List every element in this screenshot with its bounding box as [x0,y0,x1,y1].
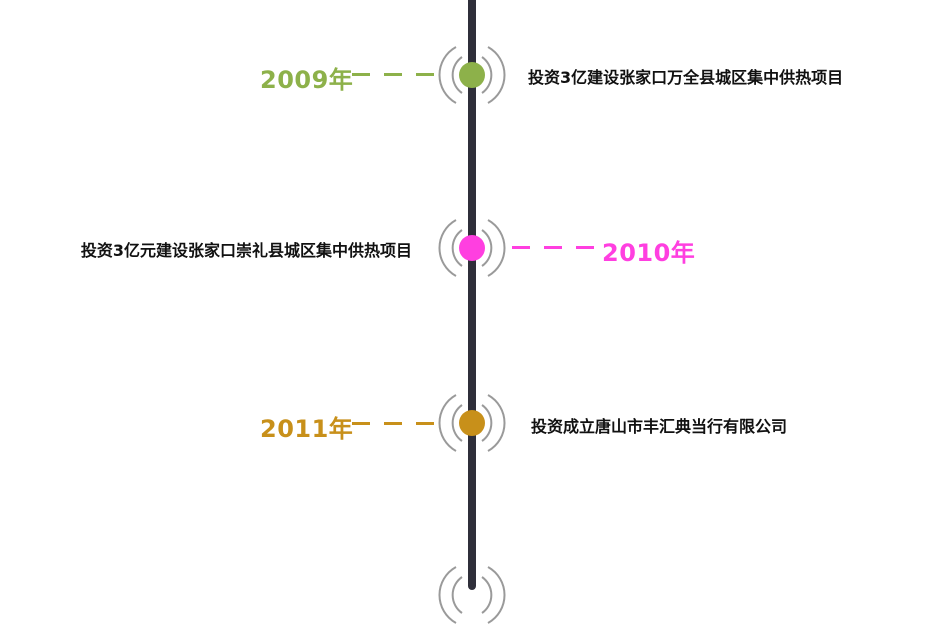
node-ring-icon [438,394,506,452]
timeline-node-2010 [434,210,510,286]
connector-2010 [512,246,594,249]
event-2010: 投资3亿元建设张家口崇礼县城区集中供热项目 [80,241,412,260]
timeline-node-next [434,557,510,633]
connector-2009 [352,73,434,76]
event-2009: 投资3亿建设张家口万全县城区集中供热项目 [528,68,844,87]
connector-2011 [352,422,434,425]
timeline-axis [468,0,476,590]
node-dot-2011 [459,410,485,436]
timeline-node-2011 [434,385,510,461]
year-2009: 2009年 [260,66,354,94]
event-2011: 投资成立唐山市丰汇典当行有限公司 [531,417,788,436]
node-dot-2009 [459,62,485,88]
node-dot-2010 [459,235,485,261]
timeline-node-2009 [434,37,510,113]
year-2010: 2010年 [602,239,696,267]
node-ring-icon [438,46,506,104]
node-ring-icon [438,219,506,277]
node-ring-icon [438,566,506,624]
year-2011: 2011年 [260,415,354,443]
